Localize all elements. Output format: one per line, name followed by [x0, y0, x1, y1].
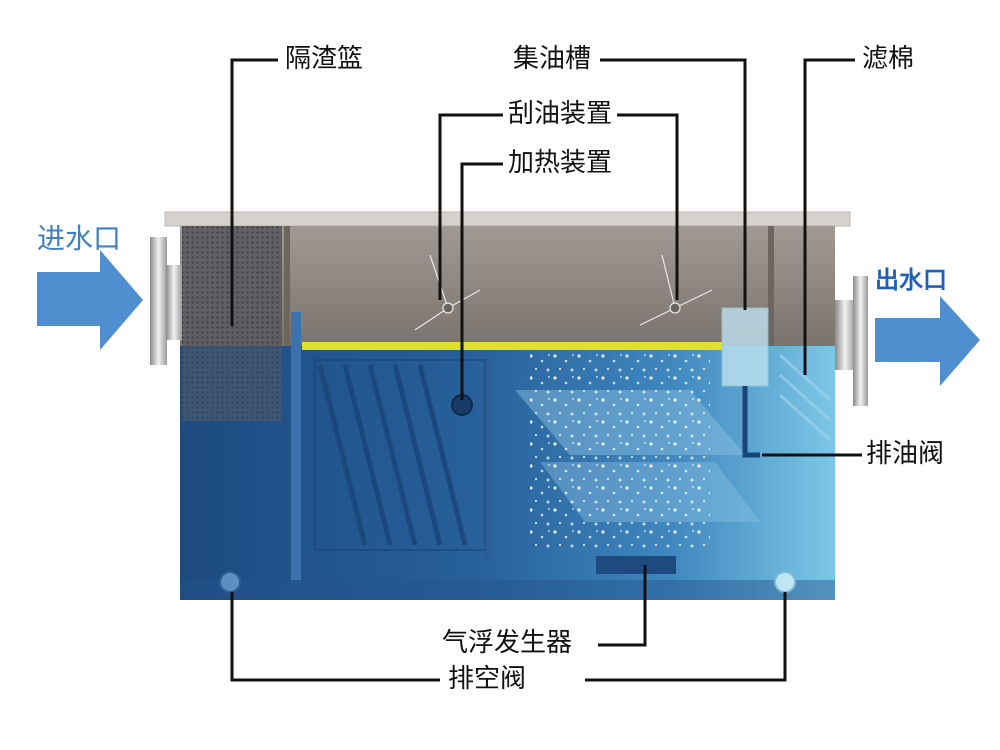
label-outlet: 出水口	[875, 266, 947, 294]
oil-collector-tank	[721, 307, 769, 387]
label-oil-drain-valve: 排油阀	[866, 439, 945, 469]
baffle-right	[768, 226, 774, 346]
tank-lid	[164, 211, 851, 227]
drain-valve-right	[774, 571, 796, 593]
inlet-baffle	[291, 312, 301, 580]
outlet-flange	[853, 276, 868, 406]
baffle-left	[284, 226, 290, 346]
label-oil-scraper: 刮油装置	[508, 99, 613, 129]
leader-oil-scraper	[438, 113, 679, 300]
leader-slag-basket	[230, 58, 278, 326]
tank	[164, 211, 851, 600]
tank-water	[180, 346, 835, 600]
label-drain-valve: 排空阀	[448, 664, 527, 694]
inlet-pipe	[166, 265, 182, 340]
leader-filter-cotton	[803, 58, 855, 375]
tank-bottom-band	[180, 580, 835, 600]
drain-valve-left	[219, 571, 241, 593]
label-heater: 加热装置	[508, 148, 613, 178]
label-slag-basket: 隔渣篮	[285, 44, 364, 74]
label-air-flotation-generator: 气浮发生器	[442, 628, 573, 658]
leader-air-flotation	[598, 565, 647, 647]
oil-drain-pipe	[742, 386, 760, 458]
oil-layer	[302, 342, 722, 350]
oil-scraper-right	[639, 254, 713, 326]
outlet-pipe	[835, 300, 855, 370]
label-filter-cotton: 滤棉	[862, 44, 915, 74]
leader-lines	[230, 58, 862, 682]
filter-cotton	[778, 353, 832, 442]
air-bubbles	[530, 350, 710, 550]
inclined-plates-left	[317, 364, 468, 546]
outlet-arrow	[875, 296, 980, 386]
inlet-arrow	[37, 250, 143, 350]
oil-scraper-left	[414, 254, 481, 331]
leader-drain-valve	[230, 592, 787, 682]
inlet-flange	[150, 237, 167, 365]
air-flotation-generator-unit	[596, 556, 676, 574]
label-oil-collector: 集油槽	[513, 44, 592, 74]
leader-oil-collector	[600, 58, 747, 310]
leader-heater	[460, 162, 503, 400]
label-inlet: 进水口	[37, 222, 122, 255]
